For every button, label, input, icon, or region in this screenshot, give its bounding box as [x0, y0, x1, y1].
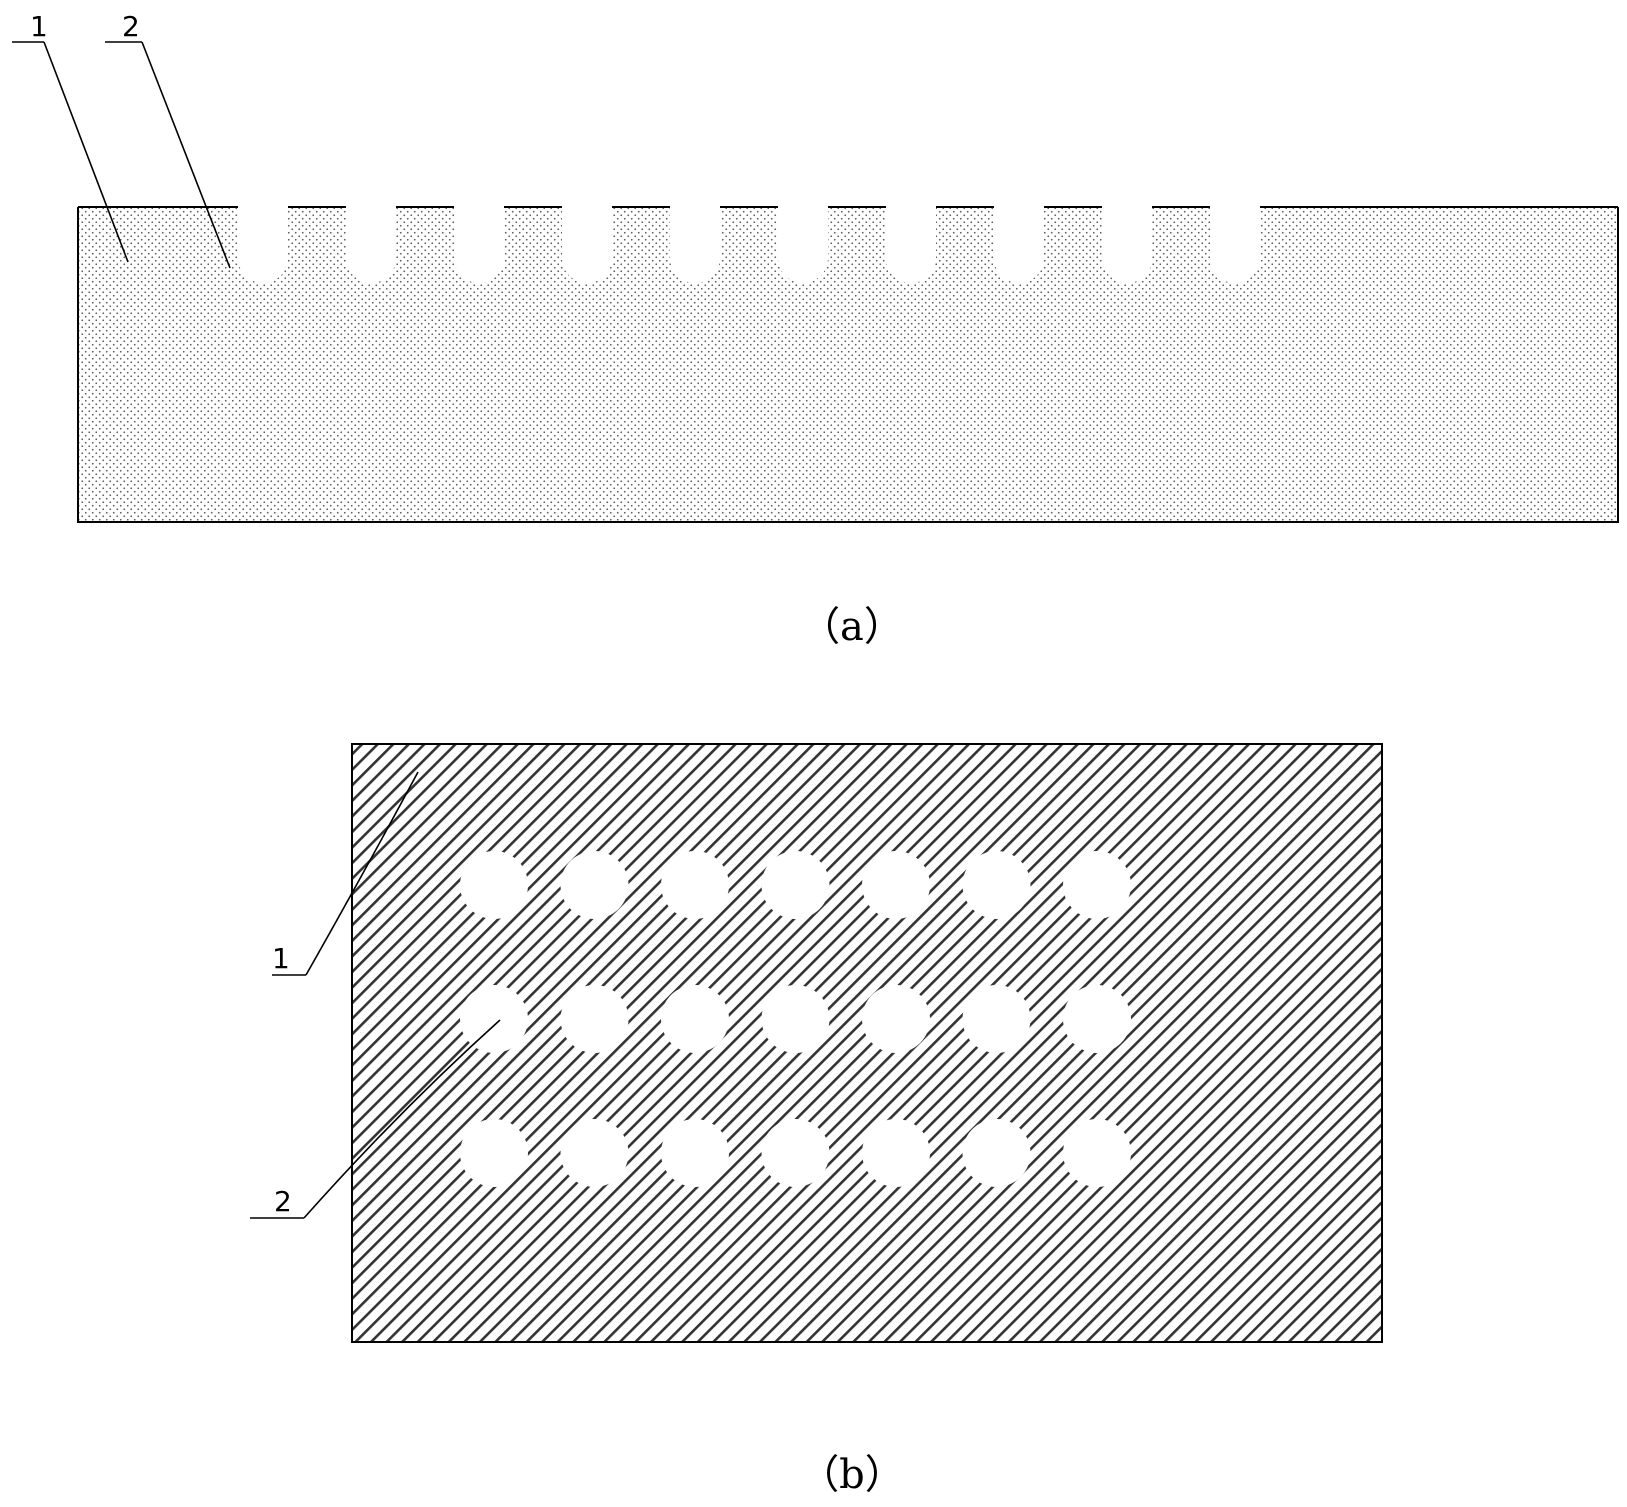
- hole: [560, 851, 629, 919]
- figure-a: 1 2 （a）: [12, 10, 1619, 650]
- substrate-section: [78, 207, 1618, 522]
- label-2-b: 2: [274, 1185, 292, 1218]
- hole: [460, 985, 528, 1053]
- substrate-top-edges: [77, 206, 1619, 523]
- hole: [460, 1119, 528, 1187]
- caption-a: （a）: [800, 604, 904, 650]
- hole: [560, 1119, 629, 1187]
- caption-b: （b）: [799, 1452, 905, 1498]
- figure-b: 1 2 （b）: [250, 743, 1383, 1498]
- substrate-outline: [77, 207, 1619, 523]
- hole: [761, 985, 830, 1053]
- hole-array: [460, 851, 1131, 1187]
- label-1-leader-b: 1: [272, 771, 419, 976]
- hole: [862, 851, 930, 919]
- hole: [1063, 851, 1131, 919]
- hole: [962, 851, 1031, 919]
- hole: [862, 985, 930, 1053]
- hole: [560, 985, 629, 1053]
- hole: [862, 1119, 930, 1187]
- hole: [761, 1119, 830, 1187]
- label-2-leader-b: 2: [250, 1019, 501, 1219]
- hole: [661, 985, 729, 1053]
- hole: [661, 851, 729, 919]
- label-2-a: 2: [122, 10, 140, 43]
- substrate-plan: [351, 743, 1383, 1343]
- hole: [661, 1119, 729, 1187]
- label-1-leader-a: 1: [12, 10, 129, 263]
- hole: [1063, 1119, 1131, 1187]
- hole: [761, 851, 830, 919]
- label-1-b: 1: [272, 942, 290, 975]
- label-1-a: 1: [30, 10, 48, 43]
- hole: [1063, 985, 1131, 1053]
- hole: [460, 851, 528, 919]
- label-2-leader-a: 2: [105, 10, 231, 269]
- hole: [962, 985, 1031, 1053]
- hole: [962, 1119, 1031, 1187]
